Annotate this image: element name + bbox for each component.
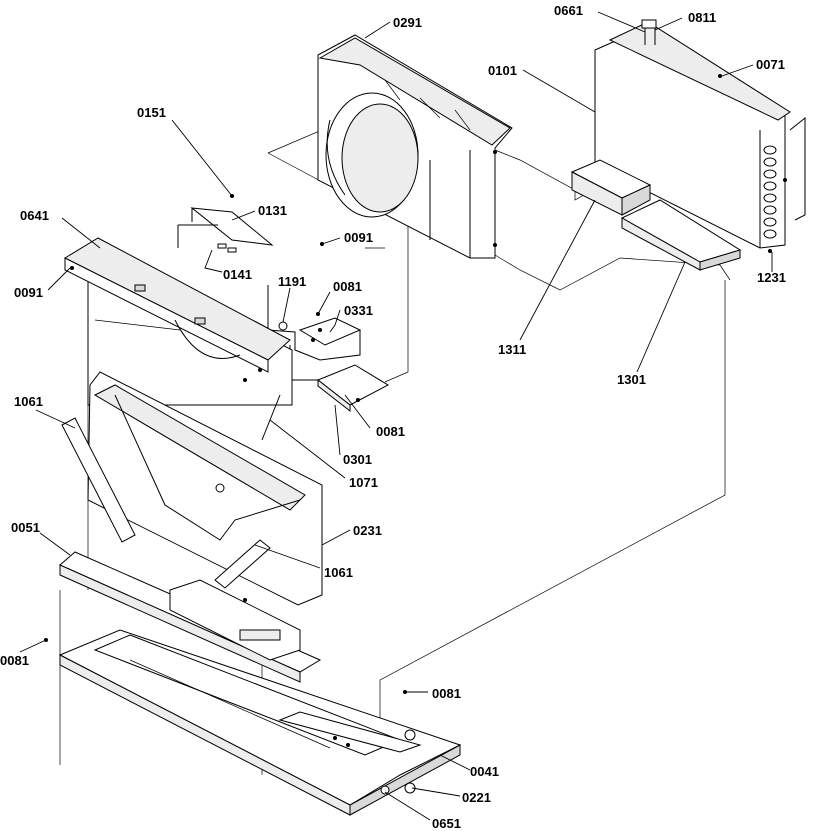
part-label-0651: 0651 <box>432 816 461 831</box>
small-bracket <box>177 207 274 253</box>
part-label-1231: 1231 <box>757 270 786 285</box>
condenser-coil <box>594 19 806 249</box>
part-label-0641: 0641 <box>20 208 49 223</box>
part-label-0131: 0131 <box>258 203 287 218</box>
part-label-0081-top: 0081 <box>333 279 362 294</box>
part-labels: 0661 0811 0291 0101 0071 0151 0131 0641 … <box>0 3 786 831</box>
part-label-0291: 0291 <box>393 15 422 30</box>
part-label-1301: 1301 <box>617 372 646 387</box>
drain-pan <box>61 371 323 606</box>
foam-blocks <box>570 159 742 271</box>
part-label-0301: 0301 <box>343 452 372 467</box>
part-label-0081-base: 0081 <box>432 686 461 701</box>
part-label-1311: 1311 <box>498 342 526 357</box>
part-label-0151: 0151 <box>137 105 166 120</box>
part-label-0041: 0041 <box>470 764 499 779</box>
partition-panel <box>63 237 293 406</box>
part-label-0051: 0051 <box>11 520 40 535</box>
part-label-0811: 0811 <box>688 10 716 25</box>
part-label-0661: 0661 <box>554 3 583 18</box>
part-label-1191: 1191 <box>278 274 306 289</box>
front-rail <box>59 551 322 683</box>
part-label-0091-left: 0091 <box>14 285 43 300</box>
assembly-guide-lines <box>59 117 781 775</box>
part-label-0101: 0101 <box>488 63 517 78</box>
part-label-0071: 0071 <box>756 57 785 72</box>
part-label-0081-left: 0081 <box>0 653 29 668</box>
coil-tubes <box>763 145 777 239</box>
fan-shroud <box>317 34 513 259</box>
part-label-0081-middle: 0081 <box>376 424 405 439</box>
part-label-0331: 0331 <box>344 303 373 318</box>
chassis-base <box>58 629 462 816</box>
part-label-1071: 1071 <box>349 475 378 490</box>
part-label-0091-right: 0091 <box>344 230 373 245</box>
part-label-1061-upper: 1061 <box>14 394 43 409</box>
part-label-0141: 0141 <box>223 267 252 282</box>
part-label-0221: 0221 <box>462 790 491 805</box>
leader-lines <box>19 11 773 821</box>
part-label-1061-lower: 1061 <box>324 565 353 580</box>
part-label-0231: 0231 <box>353 523 382 538</box>
